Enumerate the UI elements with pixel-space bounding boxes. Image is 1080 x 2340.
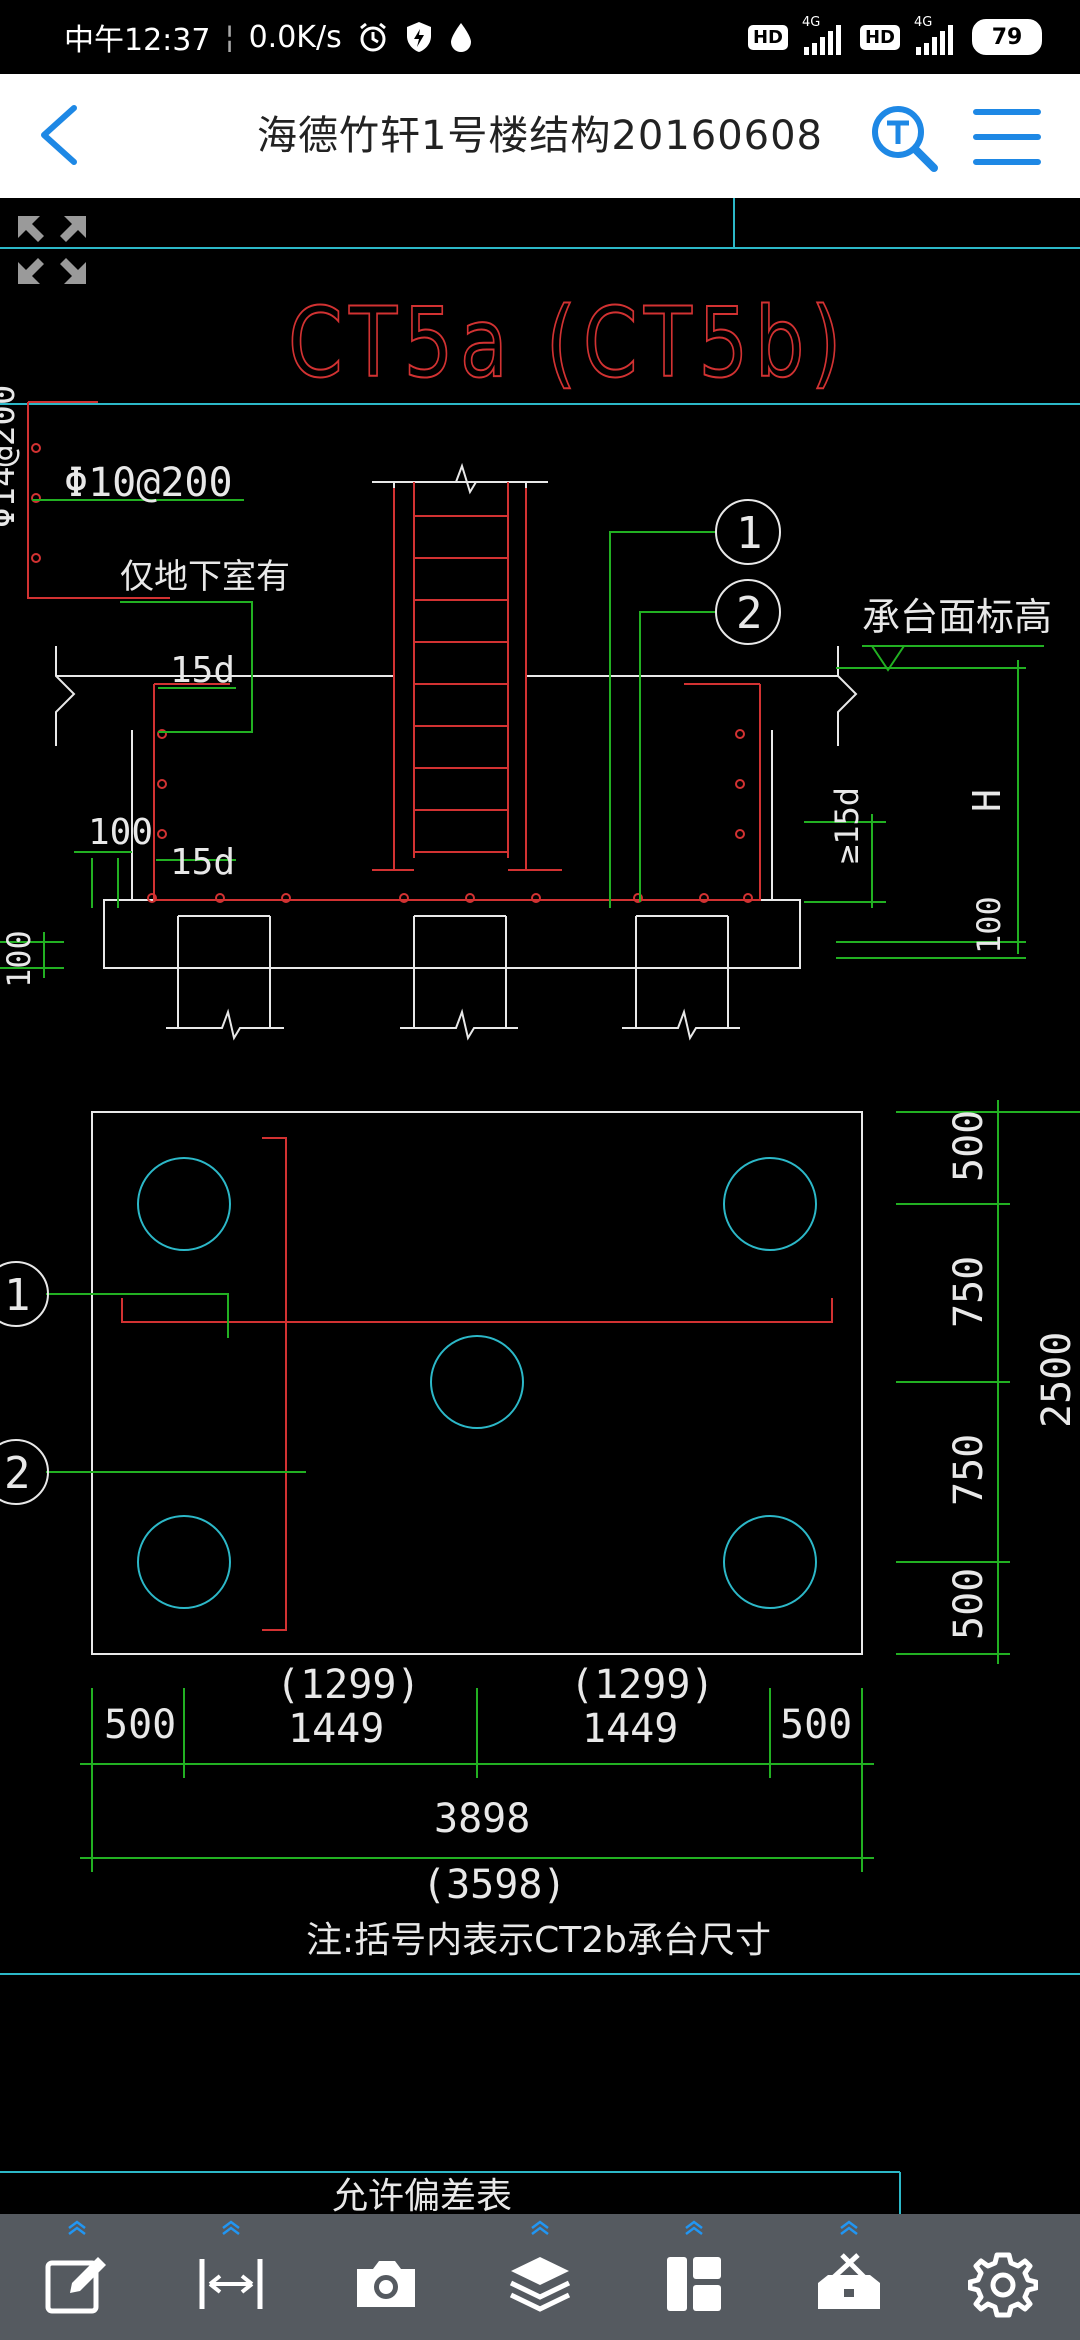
water-drop-icon [450,23,471,52]
measure-icon [199,2259,263,2309]
drawing-title: CT5a (CT5b) [288,287,848,399]
label-anchor-15d-bottom: 15d [170,842,235,883]
hd-badge-2: HD [859,24,900,50]
tool-measure[interactable] [181,2214,281,2340]
text-search-icon[interactable] [868,102,940,174]
label-dim-H: H [965,789,1009,812]
dim-v-750-b: 750 [946,1434,992,1506]
label-dim-ge-15d: ≥15d [828,787,866,864]
label-cap-elevation: 承台面标高 [862,595,1052,639]
cad-drawing[interactable]: CT5a (CT5b) [0,198,1080,2214]
app-header: 海德竹轩1号楼结构20160608 [0,74,1080,198]
bottom-toolbar [0,2214,1080,2340]
callout-2-plan-label: 2 [4,1448,31,1499]
callout-1-plan-label: 1 [4,1270,31,1321]
tool-camera[interactable] [336,2214,436,2340]
tool-layers[interactable] [490,2214,590,2340]
layers-icon [509,2257,571,2312]
signal-icon [803,25,841,55]
signal-icon-2 [916,25,953,55]
label-rebar-top: Φ10@200 [64,460,233,506]
tool-settings[interactable] [953,2214,1053,2340]
dim-h-1449-right: 1449 [582,1706,678,1752]
label-rebar-side: Φ14@200 [0,385,23,528]
status-bar: 中午12:37 ¦ 0.0K/s HD 4G HD 4G [0,0,1080,74]
dim-total-height: 2500 [1034,1332,1080,1428]
signal-group-1: 4G [801,15,846,57]
dim-h-1299-left: (1299) [276,1662,421,1708]
dim-v-750-a: 750 [946,1256,992,1328]
status-left: 中午12:37 ¦ 0.0K/s [64,0,474,74]
cad-drawing-canvas[interactable]: CT5a (CT5b) [0,198,1080,2214]
edit-icon [45,2257,107,2314]
dim-v-500-bottom: 500 [946,1568,992,1640]
signal-group-2: 4G [914,15,958,57]
dim-total-width-alt: (3598) [422,1862,567,1908]
tool-layout[interactable] [644,2214,744,2340]
fullscreen-expand-icon[interactable] [14,212,90,288]
plan-note: 注:括号内表示CT2b承台尺寸 [306,1920,771,1961]
chevron-up-icon [685,2220,704,2235]
settings-icon [967,2252,1038,2318]
callout-1-label: 1 [736,508,763,559]
chevron-up-icon [222,2220,241,2235]
camera-icon [356,2261,415,2307]
plan-view [0,1100,1080,1872]
chevron-up-icon [531,2220,549,2235]
dim-total-width: 3898 [434,1796,530,1842]
dim-h-1299-right: (1299) [570,1662,715,1708]
network-type-2: 4G [914,15,933,30]
tool-edit[interactable] [27,2214,127,2340]
hd-badge-1: HD [747,24,788,50]
chevron-up-icon [68,2220,86,2235]
status-net-speed: 0.0K/s [248,19,342,55]
tool-toolbox[interactable] [799,2214,899,2340]
toolbox-icon [817,2253,880,2309]
dim-v-500-top: 500 [946,1110,992,1182]
callout-2-label: 2 [736,588,763,639]
dim-h-1449-left: 1449 [288,1706,384,1752]
frame-lines [0,198,1080,2214]
label-dim-100-left: 100 [88,812,153,853]
dim-h-500-right: 500 [780,1702,852,1748]
dim-h-500-left: 500 [104,1702,176,1748]
label-dim-100-edge: 100 [0,930,38,988]
next-section-title-partial: 允许偏差表 [332,2176,512,2214]
network-type-1: 4G [801,15,821,30]
section-view [0,401,1044,1041]
chevron-up-icon [839,2220,858,2235]
alarm-icon [359,22,386,52]
battery-icon: 79 [972,19,1042,55]
shield-icon [406,22,431,52]
hamburger-menu-icon[interactable] [972,104,1042,170]
status-right: HD 4G HD 4G 79 [747,0,1042,74]
label-basement-only: 仅地下室有 [120,557,290,597]
layout-icon [667,2257,722,2311]
status-divider: ¦ [224,19,235,55]
label-anchor-15d-top: 15d [170,650,235,691]
status-time: 中午12:37 [64,23,211,58]
chevron-left-icon[interactable] [30,100,94,170]
label-dim-100-right: 100 [970,896,1008,954]
